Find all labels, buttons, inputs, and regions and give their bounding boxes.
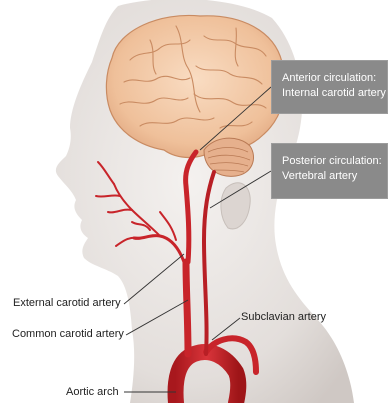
subclavian-label: Subclavian artery — [241, 311, 326, 323]
posterior-callout-line2: Vertebral artery — [282, 169, 381, 184]
brain — [106, 15, 285, 157]
anterior-callout-line1: Anterior circulation: — [282, 71, 381, 86]
anterior-circulation-callout: Anterior circulation: Internal carotid a… — [271, 60, 388, 114]
posterior-callout-line1: Posterior circulation: — [282, 154, 381, 169]
aortic-arch-label: Aortic arch — [66, 386, 119, 398]
anterior-callout-line2: Internal carotid artery — [282, 86, 381, 101]
posterior-circulation-callout: Posterior circulation: Vertebral artery — [271, 143, 388, 199]
common-carotid-artery — [186, 262, 188, 354]
external-carotid-label: External carotid artery — [13, 297, 121, 309]
common-carotid-label: Common carotid artery — [12, 328, 124, 340]
